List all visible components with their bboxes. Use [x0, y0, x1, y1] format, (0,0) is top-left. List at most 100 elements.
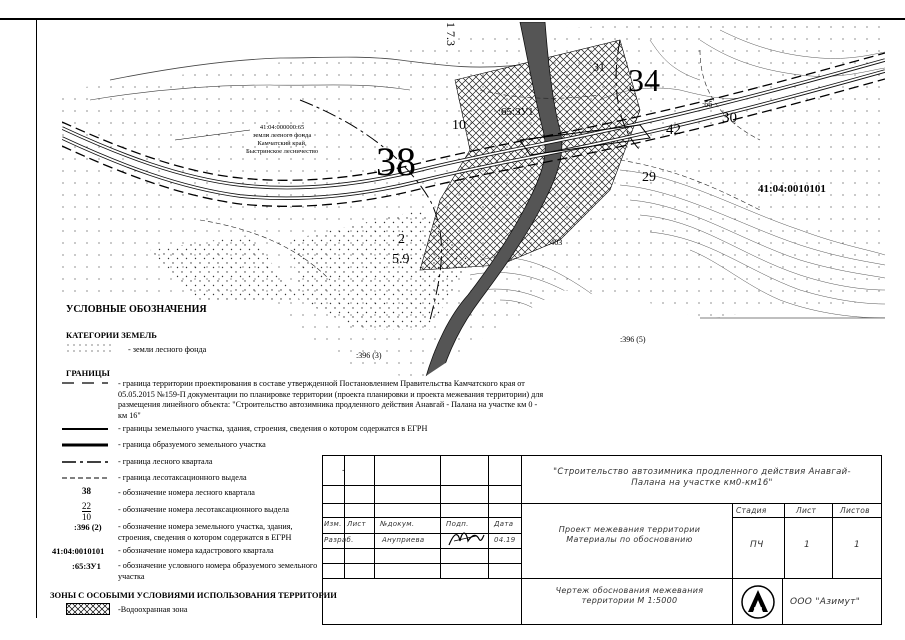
- tb-line: [322, 533, 521, 534]
- plot-number-bb: :бб: [702, 100, 713, 109]
- legend-boundary-forest-quarter: - граница лесного квартала: [118, 457, 213, 466]
- symbol-water-zone: [66, 603, 110, 615]
- tb-small-dot: .: [342, 463, 345, 473]
- tb-line: [322, 517, 521, 518]
- plot-number-396-3: :396 (3): [356, 351, 382, 360]
- tb-line: [322, 578, 882, 579]
- tb-line: [732, 503, 733, 625]
- tb-row-razrab: Разраб.: [324, 536, 354, 544]
- river-bank: [109, 56, 521, 81]
- legend-land-categories-title: КАТЕГОРИИ ЗЕМЕЛЬ: [66, 330, 157, 340]
- legend-title: УСЛОВНЫЕ ОБОЗНАЧЕНИЯ: [66, 304, 207, 315]
- contour-lines: [469, 29, 885, 331]
- forest-info-line: Камчатский край,: [257, 140, 307, 147]
- plot-number-403: :403: [548, 238, 563, 247]
- forest-fund-area-dense: [150, 235, 300, 300]
- project-boundary: [62, 52, 885, 181]
- forest-fund-area-dense: [290, 210, 470, 330]
- legend-boundary-project: - граница территории проектирования в со…: [118, 379, 544, 420]
- tb-line: [782, 578, 783, 625]
- tb-sheets-header: Листов: [840, 506, 870, 515]
- forest-info-line: 41:04:000000:65: [259, 124, 305, 131]
- vydel-fraction: 1 7.3: [443, 22, 458, 46]
- tb-line: [322, 624, 882, 625]
- river-bank: [89, 84, 411, 101]
- tb-organization: ООО "Азимут": [790, 597, 861, 607]
- quarter-number-34: 34: [628, 62, 660, 98]
- legend-cad-example: 41:04:0010101: [52, 546, 105, 556]
- highway: [62, 58, 885, 201]
- legend-vydel-top: 22: [82, 501, 91, 512]
- legend-vydel-num-desc: - обозначение номера лесотаксационного в…: [118, 505, 290, 514]
- legend-formed-desc: - обозначение условного номера образуемо…: [118, 561, 318, 581]
- legend-zones-title: ЗОНЫ С ОСОБЫМИ УСЛОВИЯМИ ИСПОЛЬЗОВАНИЯ Т…: [50, 590, 337, 600]
- tb-line: [784, 503, 785, 578]
- legend-boundary-taxation: - граница лесотаксационного выдела: [118, 473, 247, 482]
- legend-boundaries-title: ГРАНИЦЫ: [66, 368, 110, 378]
- vydel-number-5-9: 5.9: [392, 252, 410, 267]
- tb-doc-title: Проект межевания территории Материалы по…: [558, 525, 701, 544]
- tb-col-date: Дата: [494, 520, 514, 528]
- quarter-number-38: 38: [376, 139, 416, 184]
- map-content: [62, 22, 885, 380]
- legend-water-zone: -Водоохранная зона: [118, 605, 188, 614]
- vydel-fraction-top: 1: [444, 22, 458, 28]
- tb-line: [344, 455, 345, 578]
- forest-quarter-boundary: [615, 39, 641, 151]
- vydel-number-2: 2: [398, 232, 405, 247]
- tb-line: [440, 455, 441, 578]
- tb-line: [488, 455, 489, 578]
- vydel-number-30: 30: [722, 110, 737, 126]
- legend-boundary-formed: - граница образуемого земельного участка: [118, 440, 266, 449]
- tb-sheet-value: 1: [804, 540, 811, 550]
- forest-fund-swatch-fill: [66, 343, 114, 355]
- forest-fund-info: 41:04:000000:65 земли лесного фонда Камч…: [246, 124, 318, 156]
- tb-line: [732, 517, 882, 518]
- legend-vydel-fraction: 22 10: [82, 501, 91, 522]
- legend-cad-desc: - обозначение номера кадастрового кварта…: [118, 546, 274, 555]
- symbol-formed-boundary: [62, 443, 108, 447]
- forest-info-line: Быстринское лесничество: [246, 148, 319, 155]
- tb-col-izm: Изм.: [324, 520, 342, 528]
- tb-razrab-name: Ануприева: [382, 536, 425, 544]
- formed-plot-label: :65:ЗУ1: [498, 106, 534, 118]
- symbol-taxation-boundary: [62, 477, 108, 479]
- tb-stage-header: Стадия: [736, 506, 767, 515]
- tb-line: [374, 455, 375, 578]
- formed-plot-boundary: [519, 124, 651, 156]
- tb-razrab-date: 04.19: [494, 536, 516, 544]
- legend-quarter-num-desc: - обозначение номера лесного квартала: [118, 488, 255, 497]
- tb-line: [832, 503, 833, 578]
- legend-quarter-num-example: 38: [82, 486, 91, 496]
- symbol-forest-quarter-boundary: [62, 461, 108, 463]
- azimut-logo-icon: [741, 585, 775, 619]
- legend-plot-num-example: :396 (2): [74, 522, 102, 532]
- tb-sheet-header: Лист: [796, 506, 817, 515]
- tb-line: [322, 503, 882, 504]
- legend-formed-example: :65:ЗУ1: [72, 561, 101, 571]
- project-boundary: [62, 78, 885, 207]
- tb-line: [521, 455, 522, 625]
- tb-sheets-value: 1: [854, 540, 861, 550]
- vydel-number-31: 31: [593, 60, 605, 74]
- leader-line: [174, 129, 251, 141]
- tb-line: [322, 485, 521, 486]
- tb-stage-value: ПЧ: [750, 540, 764, 550]
- tb-line: [881, 455, 882, 625]
- tb-line: [322, 455, 882, 456]
- tb-line: [322, 455, 323, 625]
- cadastral-quarter-label: 41:04:0010101: [758, 183, 826, 195]
- vydel-fraction-bottom: 7.3: [444, 31, 458, 46]
- vydel-number-10: 10: [452, 118, 466, 133]
- frame-left-line: [36, 18, 37, 618]
- title-block: . "Строительство автозимника продленного…: [322, 455, 882, 625]
- tb-col-list: Лист: [347, 520, 366, 528]
- forest-info-line: земли лесного фонда: [252, 132, 312, 139]
- tb-col-sign: Подп.: [446, 520, 469, 528]
- taxation-boundaries: [199, 49, 761, 281]
- tb-project-title: "Строительство автозимника продленного д…: [553, 467, 851, 488]
- vydel-number-29: 29: [642, 170, 656, 185]
- symbol-project-boundary: [62, 382, 108, 384]
- legend-forest-fund: - земли лесного фонда: [128, 345, 207, 354]
